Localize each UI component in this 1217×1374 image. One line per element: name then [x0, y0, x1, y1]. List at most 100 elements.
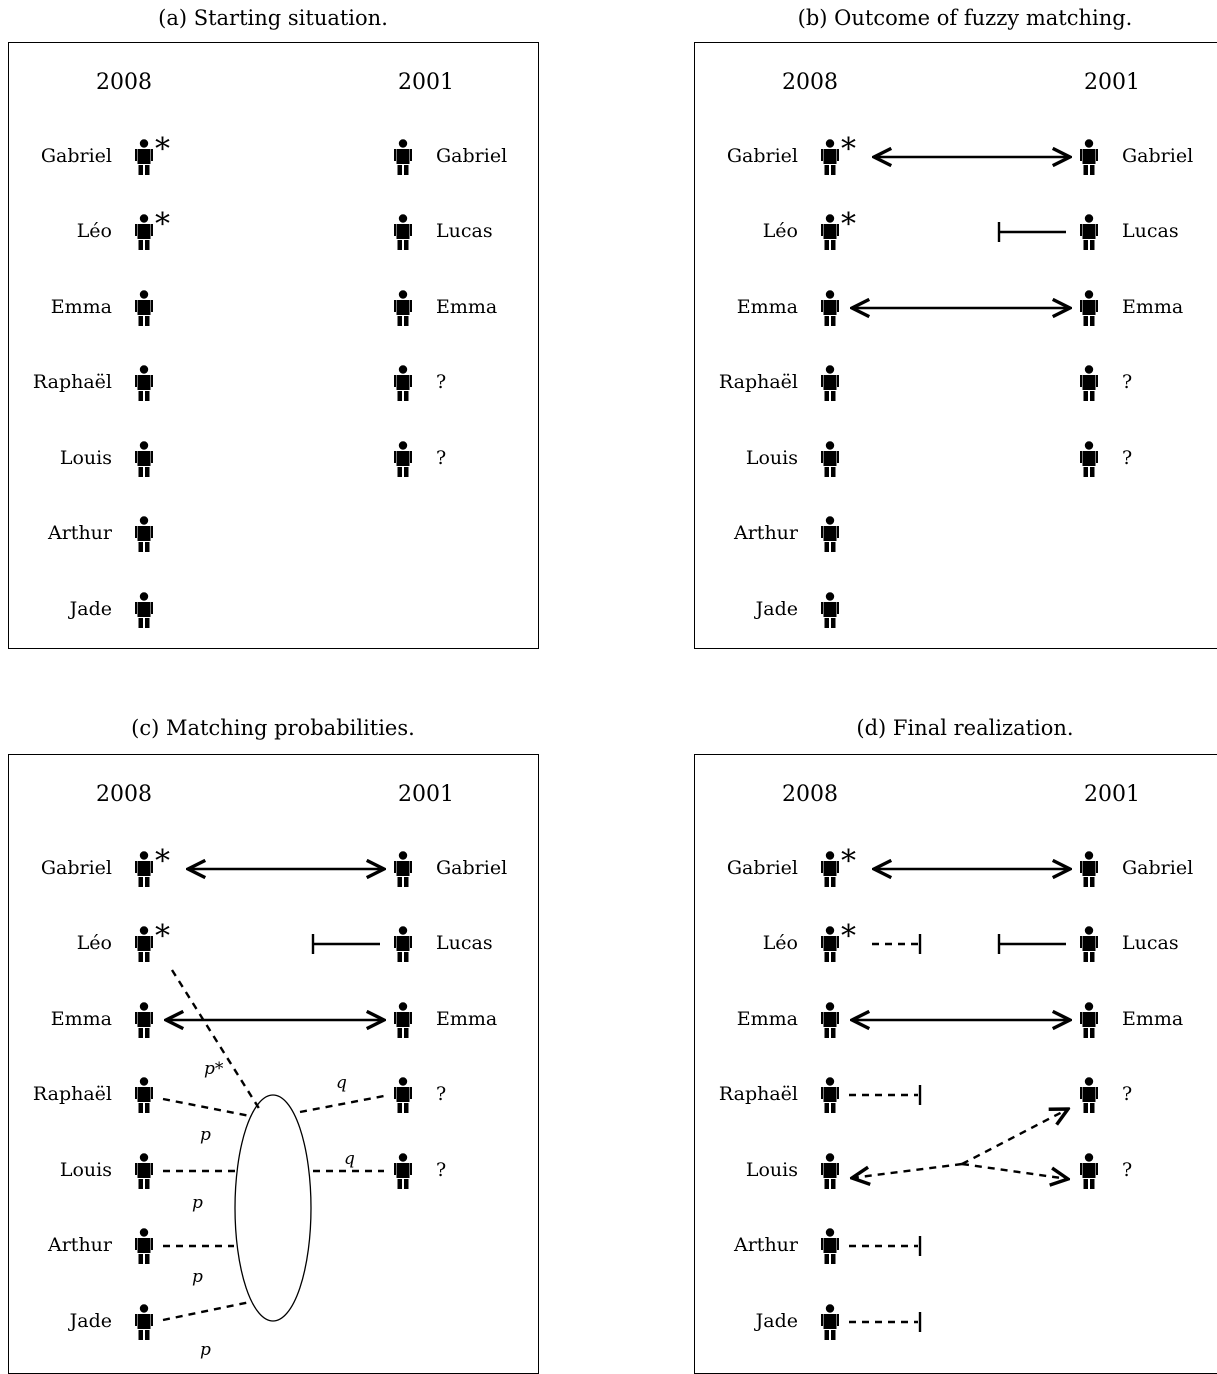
right-name-a-2: Emma: [436, 296, 498, 318]
person-icon: [821, 1304, 839, 1340]
person-icon: [821, 290, 839, 326]
star-marker: *: [841, 207, 856, 242]
person-icon: [821, 851, 839, 887]
left-name-d-6: Jade: [755, 1310, 798, 1332]
person-icon: [821, 592, 839, 628]
person-icon: [394, 365, 412, 401]
person-icon: [135, 1077, 153, 1113]
year-left-b: 2008: [782, 70, 838, 95]
person-icon: [135, 926, 153, 962]
left-name-d-3: Raphaël: [718, 1083, 798, 1105]
left-name-c-6: Jade: [69, 1310, 112, 1332]
left-name-a-3: Raphaël: [32, 371, 112, 393]
branch-arrow-q2: [961, 1162, 1068, 1179]
person-icon: [135, 441, 153, 477]
branch-arrow-q1: [961, 1109, 1068, 1166]
label-p-arthur: p: [192, 1267, 203, 1287]
person-icon: [394, 441, 412, 477]
right-name-d-0: Gabriel: [1122, 857, 1194, 879]
right-name-b-0: Gabriel: [1122, 145, 1194, 167]
year-right-b: 2001: [1084, 70, 1140, 95]
person-icon: [1080, 851, 1098, 887]
left-name-d-4: Louis: [745, 1159, 798, 1181]
left-name-b-4: Louis: [745, 447, 798, 469]
louis-branch-back-arrow: [852, 1162, 963, 1178]
right-name-b-1: Lucas: [1122, 220, 1179, 242]
left-name-c-0: Gabriel: [40, 857, 112, 879]
person-icon: [394, 851, 412, 887]
person-icon: [1080, 365, 1098, 401]
panel-c: [8, 754, 539, 1374]
left-name-a-4: Louis: [59, 447, 112, 469]
person-icon: [394, 214, 412, 250]
person-icon: [394, 1002, 412, 1038]
prob-line-raphael: [162, 1097, 251, 1118]
left-name-a-5: Arthur: [48, 522, 112, 544]
person-icon: [394, 1153, 412, 1189]
candidate-pool-ellipse: [234, 1094, 312, 1322]
person-icon: [821, 1228, 839, 1264]
person-icon: [821, 441, 839, 477]
person-icon: [135, 1228, 153, 1264]
person-icon: [821, 1153, 839, 1189]
label-p-jade: p: [200, 1340, 211, 1360]
caption-a: (a) Starting situation.: [158, 6, 388, 30]
right-name-b-3: ?: [1122, 371, 1133, 393]
person-icon: [821, 1002, 839, 1038]
right-name-d-4: ?: [1122, 1159, 1133, 1181]
left-name-c-2: Emma: [50, 1008, 112, 1030]
left-name-a-0: Gabriel: [40, 145, 112, 167]
right-name-b-2: Emma: [1122, 296, 1184, 318]
right-name-c-4: ?: [436, 1159, 447, 1181]
left-name-a-6: Jade: [69, 598, 112, 620]
person-icon: [1080, 926, 1098, 962]
year-right-a: 2001: [398, 70, 454, 95]
person-icon: [135, 290, 153, 326]
person-icon: [135, 592, 153, 628]
caption-c: (c) Matching probabilities.: [131, 716, 415, 740]
person-icon: [1080, 214, 1098, 250]
person-icon: [1080, 1002, 1098, 1038]
right-name-c-0: Gabriel: [436, 857, 508, 879]
label-p-star: p*: [204, 1059, 224, 1079]
person-icon: [135, 214, 153, 250]
right-name-a-4: ?: [436, 447, 447, 469]
right-name-a-1: Lucas: [436, 220, 493, 242]
year-left-d: 2008: [782, 782, 838, 807]
left-name-d-5: Arthur: [734, 1234, 798, 1256]
panel-d: [694, 754, 1217, 1374]
left-name-d-2: Emma: [736, 1008, 798, 1030]
right-name-d-2: Emma: [1122, 1008, 1184, 1030]
year-left-c: 2008: [96, 782, 152, 807]
right-name-b-4: ?: [1122, 447, 1133, 469]
person-icon: [821, 1077, 839, 1113]
person-icon: [135, 1304, 153, 1340]
person-icon: [135, 516, 153, 552]
star-marker: *: [841, 919, 856, 954]
left-name-c-5: Arthur: [48, 1234, 112, 1256]
prob-line-jade: [162, 1300, 251, 1322]
person-icon: [821, 926, 839, 962]
panel-a: [8, 42, 539, 649]
person-icon: [1080, 1153, 1098, 1189]
right-name-a-3: ?: [436, 371, 447, 393]
right-name-c-3: ?: [436, 1083, 447, 1105]
person-icon: [135, 365, 153, 401]
prob-line-leo: [170, 969, 262, 1111]
caption-b: (b) Outcome of fuzzy matching.: [797, 6, 1133, 30]
star-marker: *: [155, 207, 170, 242]
person-icon: [821, 365, 839, 401]
left-name-b-5: Arthur: [734, 522, 798, 544]
left-name-d-0: Gabriel: [726, 857, 798, 879]
year-right-d: 2001: [1084, 782, 1140, 807]
star-marker: *: [155, 132, 170, 167]
person-icon: [821, 214, 839, 250]
person-icon: [1080, 1077, 1098, 1113]
left-name-b-3: Raphaël: [718, 371, 798, 393]
person-icon: [135, 851, 153, 887]
left-name-b-2: Emma: [736, 296, 798, 318]
person-icon: [135, 1002, 153, 1038]
right-name-d-1: Lucas: [1122, 932, 1179, 954]
left-name-a-1: Léo: [76, 220, 112, 242]
left-name-b-6: Jade: [755, 598, 798, 620]
